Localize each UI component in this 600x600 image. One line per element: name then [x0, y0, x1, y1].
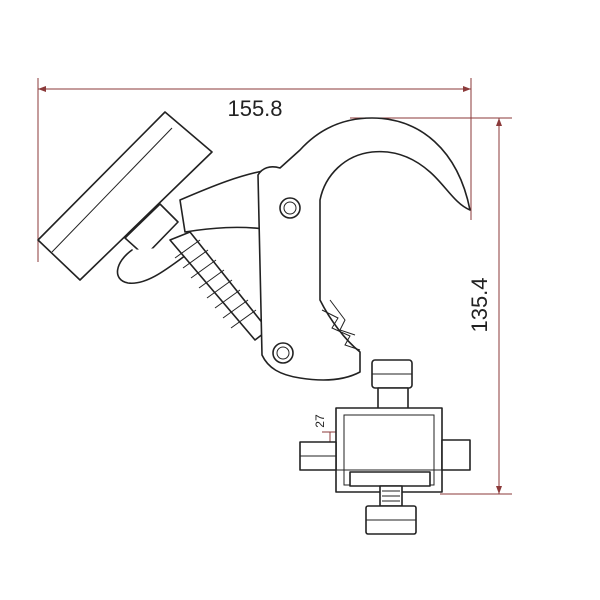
bottom-bolt-thread	[382, 490, 400, 502]
handle-pad	[37, 111, 213, 281]
bolt-neck	[377, 387, 409, 411]
jaw-teeth	[321, 309, 361, 351]
height-dimension: 135.4	[350, 117, 512, 495]
spring	[169, 231, 269, 341]
height-arrow-top	[496, 118, 502, 126]
upper-rivet-inner	[283, 201, 297, 215]
right-side-nut	[441, 439, 471, 471]
width-arrow-left	[38, 86, 46, 92]
spring-housing	[169, 231, 269, 341]
bottom-bolt	[365, 485, 417, 535]
clamp-body	[257, 117, 471, 381]
clamp-plate	[349, 471, 431, 487]
spring-coils	[174, 239, 257, 329]
lower-rivet-inner	[276, 346, 290, 360]
height-dimension-label: 135.4	[467, 277, 492, 332]
hook-body	[257, 117, 471, 381]
lower-rivet	[272, 342, 294, 364]
upper-rivet	[279, 197, 301, 219]
side-bolts	[299, 439, 471, 471]
jaw-teeth-outline	[329, 299, 356, 336]
handle-pad-edge	[51, 127, 173, 253]
top-nut	[371, 359, 413, 411]
clamp-block	[335, 407, 443, 493]
small-dimension-label: 27	[313, 414, 327, 428]
height-arrow-bottom	[496, 486, 502, 494]
width-dimension-label: 155.8	[227, 96, 282, 121]
width-arrow-right	[463, 86, 471, 92]
width-dimension: 155.8	[37, 78, 472, 262]
